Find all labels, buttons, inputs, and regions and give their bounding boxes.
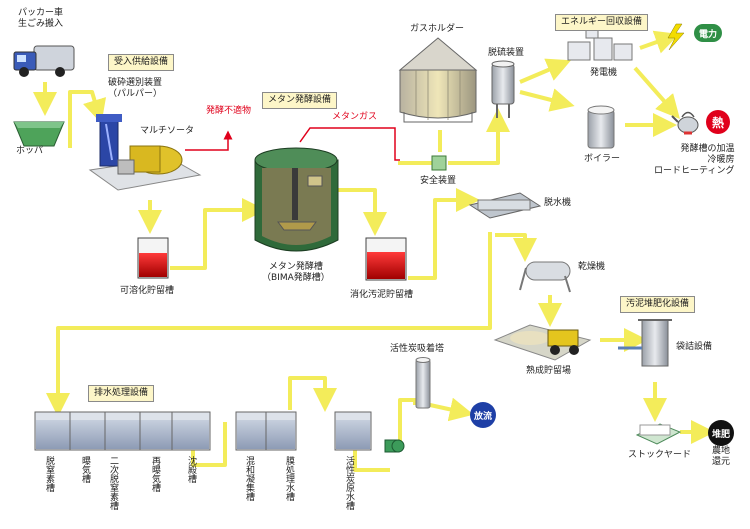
section-receiving: 受入供給設備 xyxy=(108,54,175,71)
ww-tank-label: 混和凝集槽 xyxy=(244,456,254,501)
label-farm-return: 農地 還元 xyxy=(712,446,731,467)
label-packer-truck: パッカー車 生ごみ搬入 xyxy=(18,8,64,29)
lightning-icon xyxy=(667,23,685,51)
label-multisorter: マルチソータ xyxy=(140,126,195,136)
hopper xyxy=(13,121,65,147)
digester-graphic xyxy=(254,147,339,252)
section-energy: エネルギー回収設備 xyxy=(555,14,649,31)
carbon-tower-graphic xyxy=(415,357,431,409)
safety-device-graphic xyxy=(431,155,447,171)
label-dryer: 乾燥機 xyxy=(578,262,606,272)
flow-sludge-to-dewater xyxy=(408,188,480,280)
label-crusher: 破砕選別装置 （パルパー） xyxy=(108,78,163,99)
label-boiler: ボイラー xyxy=(584,154,621,164)
label-dewatering: 脱水機 xyxy=(544,198,572,208)
label-sludge-tank: 消化汚泥貯留槽 xyxy=(350,290,414,300)
label-desulfurizer: 脱硫装置 xyxy=(488,48,525,58)
badge-compost: 堆肥 xyxy=(708,420,734,446)
label-generator: 発電機 xyxy=(590,68,618,78)
gas-holder-graphic xyxy=(398,37,478,123)
wastewater-tanks xyxy=(34,411,372,451)
label-safety-device: 安全装置 xyxy=(420,176,457,186)
label-stock-yard: ストックヤード xyxy=(628,450,692,460)
flow-methane-gas xyxy=(299,127,400,161)
pump-graphic xyxy=(384,439,405,453)
dissolved-tank-graphic xyxy=(137,237,169,279)
label-heat-use: 発酵槽の加温 冷暖房 ロードヒーティング xyxy=(654,144,735,176)
label-methane-gas: メタンガス xyxy=(332,112,378,122)
ww-tank-label: 活性炭原水槽 xyxy=(344,456,354,510)
badge-heat: 熱 xyxy=(706,110,730,134)
flow-ww-mix-to-membrane xyxy=(288,376,337,412)
red-flow-lines xyxy=(185,127,400,161)
boiler-graphic xyxy=(587,105,615,149)
label-digester: メタン発酵槽 （BIMA発酵槽） xyxy=(262,262,330,283)
flow-lines xyxy=(33,30,715,472)
dewatering-graphic xyxy=(468,192,542,219)
flow-ww-membrane-to-pump xyxy=(353,450,390,472)
ww-tank-label: 脱窒素槽 xyxy=(44,456,54,492)
bagging-graphic xyxy=(618,319,672,367)
dryer-graphic xyxy=(519,261,571,293)
generator-graphic xyxy=(567,27,633,61)
stockyard-graphic xyxy=(635,423,682,445)
sludge-tank-graphic xyxy=(365,237,407,281)
flow-gen-to-heat xyxy=(633,66,680,120)
badge-power: 電力 xyxy=(694,24,722,42)
flow-unsuitable xyxy=(185,130,233,151)
flow-dewater-to-wastewater xyxy=(46,232,492,417)
desulfurizer-graphic xyxy=(491,60,515,118)
flow-hopper-to-crusher xyxy=(68,90,107,148)
ww-tank-label: 膜処理水槽 xyxy=(284,456,294,501)
flow-digester-to-sludge xyxy=(335,188,387,236)
label-bagging: 袋詰設備 xyxy=(676,342,713,352)
flow-ww-sediment-to-mix xyxy=(191,422,227,467)
label-gas-holder: ガスホルダー xyxy=(410,24,465,34)
ww-tank-label: 曝気槽 xyxy=(80,456,90,483)
section-methane: メタン発酵設備 xyxy=(262,92,338,109)
flow-desulf-to-boiler xyxy=(519,88,575,112)
packer-truck xyxy=(13,45,75,77)
ww-tank-label: 沈殿槽 xyxy=(186,456,196,483)
flow-carbon-to-discharge xyxy=(429,397,474,422)
ww-tank-label: 再曝気槽 xyxy=(150,456,160,492)
label-maturing-yard: 熟成貯留場 xyxy=(526,366,572,376)
ww-tank-label: 二次脱窒素槽 xyxy=(108,456,118,510)
kettle-icon xyxy=(671,111,699,135)
section-wastewater: 排水処理設備 xyxy=(88,385,155,402)
label-dissolved-tank: 可溶化貯留槽 xyxy=(120,286,175,296)
label-hopper: ホッパ xyxy=(16,146,44,156)
flow-gen-to-power xyxy=(639,30,680,54)
maturing-yard-graphic xyxy=(493,324,592,361)
flow-desulf-to-gen xyxy=(519,58,572,84)
multisorter-unit xyxy=(117,145,183,175)
flow-dissolved-to-digester xyxy=(170,198,266,270)
badge-discharge: 放流 xyxy=(470,402,496,428)
label-carbon-tower: 活性炭吸着塔 xyxy=(390,344,445,354)
section-composting: 汚泥堆肥化設備 xyxy=(620,296,696,313)
label-unsuitable: 発酵不適物 xyxy=(206,106,252,116)
flow-safety-to-desulf xyxy=(448,108,510,165)
flow-dewater-to-dryer xyxy=(495,233,537,262)
flow-pump-to-carbon xyxy=(398,398,417,445)
